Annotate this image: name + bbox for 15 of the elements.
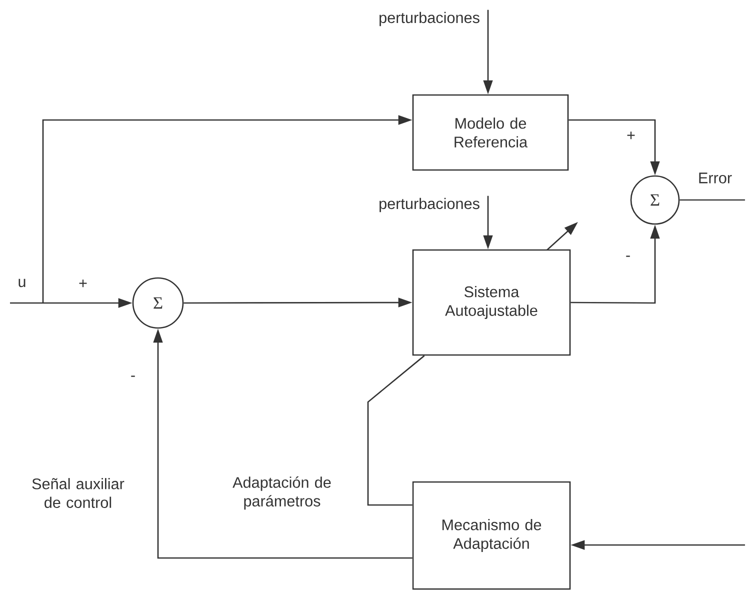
process-box: Mecanismo de Adaptación xyxy=(412,481,571,590)
sign-label: - xyxy=(131,376,135,377)
summing-junction: Σ xyxy=(132,277,184,329)
input-label: perturbaciones xyxy=(380,12,480,26)
sign-label: + xyxy=(79,280,87,288)
input-label: perturbaciones xyxy=(380,198,480,212)
signal-label: Error xyxy=(699,172,732,184)
sign-label: - xyxy=(626,256,630,257)
process-box: Modelo de Referencia xyxy=(412,94,569,171)
signal-label: Adaptación de parámetros xyxy=(232,476,331,510)
signal-label: u xyxy=(18,278,26,288)
signal-label: Señal auxiliar de control xyxy=(32,478,124,508)
summing-junction: Σ xyxy=(630,175,680,225)
process-box: Sistema Autoajustable xyxy=(412,249,571,356)
sign-label: + xyxy=(627,132,635,140)
